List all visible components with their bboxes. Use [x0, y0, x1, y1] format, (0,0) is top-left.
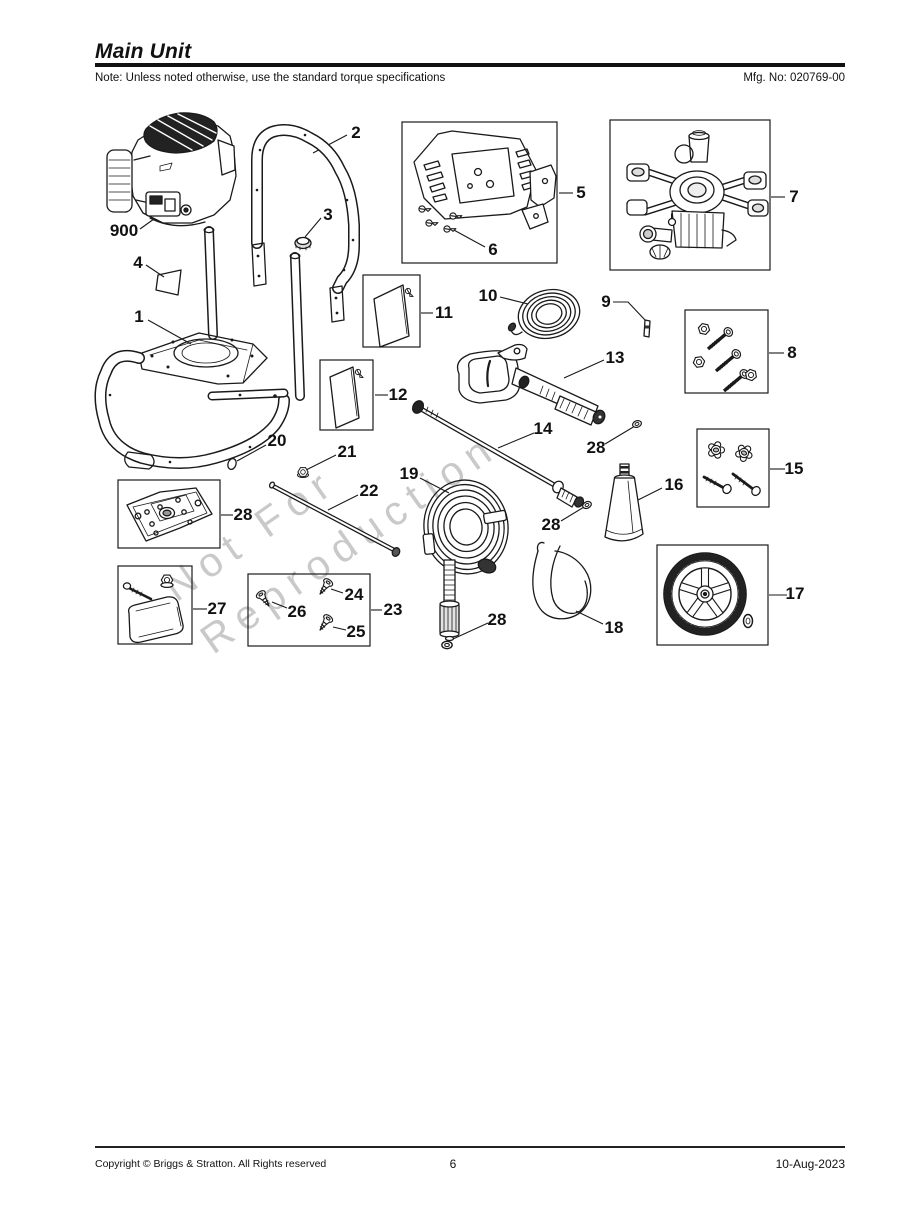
callout-19: 19: [399, 464, 419, 483]
callout-28-wand: 28: [541, 515, 561, 534]
engine-art: [106, 112, 237, 227]
callout-28-hose: 28: [487, 610, 507, 629]
decal-art: [155, 269, 182, 296]
callout-18: 18: [604, 618, 624, 637]
page-title: Main Unit: [95, 40, 192, 63]
callout-26: 26: [287, 602, 307, 621]
kit-boxes: [117, 119, 771, 647]
handle-art: [251, 124, 360, 323]
torque-note: Note: Unless noted otherwise, use the st…: [95, 72, 446, 84]
callout-900: 900: [109, 221, 139, 240]
callout-16: 16: [664, 475, 684, 494]
callout-28-gun: 28: [586, 438, 606, 457]
callout-2: 2: [351, 123, 361, 142]
callout-24: 24: [344, 585, 364, 604]
hose-clip-art: [532, 541, 592, 620]
mfg-number: Mfg. No: 020769-00: [743, 72, 845, 84]
bracket-kit-art: [122, 574, 184, 644]
pressure-hose-art: [422, 479, 509, 650]
callout-27: 27: [207, 599, 227, 618]
callout-6: 6: [488, 240, 498, 259]
callout-4: 4: [133, 253, 143, 272]
callout-28-baseplate: 28: [233, 505, 253, 524]
callout-13: 13: [605, 348, 625, 367]
callout-22: 22: [359, 481, 379, 500]
o-ring-art: [227, 457, 237, 471]
callout-7: 7: [789, 187, 799, 206]
callout-9: 9: [601, 292, 611, 311]
nozzle-holder-art: [604, 463, 644, 542]
callout-3: 3: [323, 205, 333, 224]
callout-12: 12: [388, 385, 408, 404]
callout-1: 1: [134, 307, 144, 326]
nut-art: [297, 467, 309, 478]
base-plate-art: [126, 487, 213, 542]
knob-kit-art: [702, 441, 761, 497]
handle-cap-art: [294, 236, 312, 251]
footer-date: 10-Aug-2023: [775, 1157, 845, 1171]
axle-art: [268, 481, 401, 557]
callout-11: 11: [435, 303, 453, 322]
callout-17: 17: [785, 584, 805, 603]
callout-25: 25: [346, 622, 366, 641]
garden-hose-art: [507, 288, 581, 340]
callout-20: 20: [267, 431, 287, 450]
frame-art: [94, 226, 305, 470]
spray-gun-art: [456, 343, 643, 430]
callout-10: 10: [478, 286, 498, 305]
plate12-art: [329, 366, 366, 429]
plate11-art: [373, 284, 416, 348]
footer-rule: [95, 1146, 845, 1148]
leader-lines: [139, 134, 787, 640]
callout-8: 8: [787, 343, 797, 362]
pin-art: [643, 319, 651, 338]
callout-5: 5: [576, 183, 586, 202]
callout-14: 14: [533, 419, 553, 438]
panel-art: [413, 130, 557, 236]
wheel-art: [663, 552, 754, 636]
header-rule: [95, 63, 845, 67]
callout-15: 15: [784, 459, 804, 478]
callout-23: 23: [383, 600, 403, 619]
pump-art: [626, 130, 769, 260]
copyright: Copyright © Briggs & Stratton. All Right…: [95, 1158, 327, 1170]
page-number: 6: [449, 1157, 457, 1171]
wand-art: [411, 400, 594, 511]
bolt-kit-art: [692, 322, 759, 397]
callout-21: 21: [337, 442, 357, 461]
